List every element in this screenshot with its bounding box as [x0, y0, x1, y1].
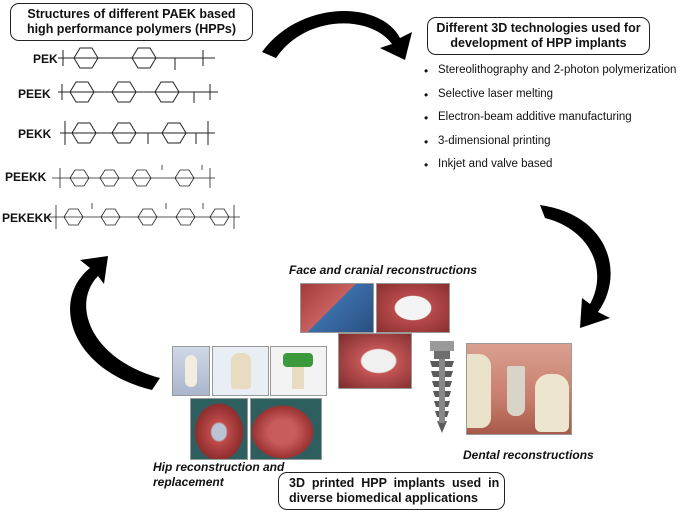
applications-line2: diverse biomedical applications: [289, 491, 478, 505]
bullet-icon: •: [424, 87, 429, 102]
list-item: •Stereolithography and 2-photon polymeri…: [424, 64, 677, 78]
polymer-label-pekk: PEKK: [18, 127, 52, 141]
applications-box: 3D printed HPP implants used in diverse …: [278, 472, 505, 510]
cranial-photo-1: [300, 283, 374, 333]
implant-shape: [231, 353, 251, 389]
curved-arrow-top: [262, 11, 412, 60]
hip-photo-surgery-1: [190, 398, 248, 460]
hip-caption-line2: replacement: [153, 475, 224, 489]
applications-line1: 3D printed HPP implants used in: [289, 476, 500, 490]
green-implant-shape: [283, 353, 313, 367]
hip-photo-surgery-2: [250, 398, 322, 460]
hip-caption-line1: Hip reconstruction and: [153, 460, 285, 474]
abutment: [507, 366, 525, 416]
bone-shape: [185, 355, 197, 387]
polymer-label-peekk: PEEKK: [5, 170, 47, 184]
polymer-label-peek: PEEK: [18, 87, 51, 101]
structures-title-box: Structures of different PAEK based high …: [10, 3, 253, 41]
technologies-title-box: Different 3D technologies used for devel…: [427, 17, 650, 55]
cranial-photo-2: [376, 283, 450, 333]
list-item: •Inkjet and valve based: [424, 158, 553, 172]
bullet-icon: •: [424, 158, 429, 172]
bullet-icon: •: [424, 134, 429, 149]
screw-icon: [430, 341, 454, 433]
dental-caption: Dental reconstructions: [463, 448, 594, 462]
tooth-left: [467, 354, 491, 428]
bullet-icon: •: [424, 64, 429, 78]
hip-photo-bone-model: [172, 346, 210, 396]
polymer-label-pekekk: PEKEKK: [2, 211, 53, 225]
face-cranial-caption: Face and cranial reconstructions: [289, 263, 478, 277]
hip-photo-green-implant: [270, 346, 327, 396]
hip-photo-knee-implant: [212, 346, 269, 396]
tooth-right: [535, 374, 569, 432]
technologies-list: •Stereolithography and 2-photon polymeri…: [424, 64, 676, 182]
list-item: •3-dimensional printing: [424, 134, 551, 149]
technologies-title-line2: development of HPP implants: [450, 36, 627, 50]
bullet-icon: •: [424, 111, 429, 125]
dental-screw-implant: [424, 341, 460, 441]
structures-title-line2: high performance polymers (HPPs): [26, 22, 237, 36]
dental-photo: [466, 343, 572, 435]
structures-title-line1: Structures of different PAEK based: [27, 7, 236, 21]
curved-arrow-right: [540, 205, 611, 328]
cranial-photo-3: [338, 333, 412, 389]
polymer-label-pek: PEK: [33, 52, 58, 66]
stem-shape: [292, 367, 304, 389]
list-item: • Electron-beam additive manufacturing: [424, 111, 632, 125]
curved-arrow-left: [70, 256, 160, 390]
technologies-title-line1: Different 3D technologies used for: [436, 21, 641, 35]
list-item: •Selective laser melting: [424, 87, 554, 102]
